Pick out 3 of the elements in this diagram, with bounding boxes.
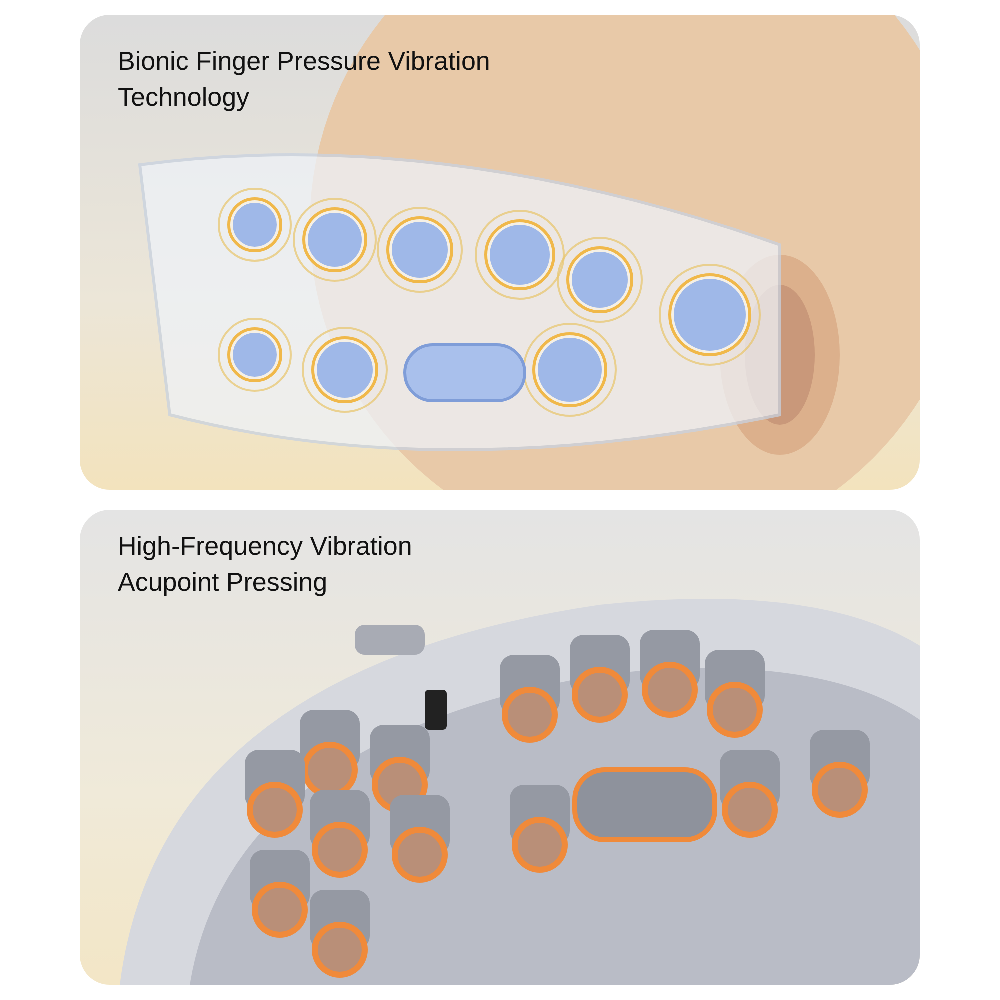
panel-heading: Bionic Finger Pressure Vibration Technology — [118, 45, 492, 114]
image-panel — [80, 510, 920, 985]
panel-heading: High-Frequency Vibration Acupoint Pressing — [118, 530, 414, 599]
